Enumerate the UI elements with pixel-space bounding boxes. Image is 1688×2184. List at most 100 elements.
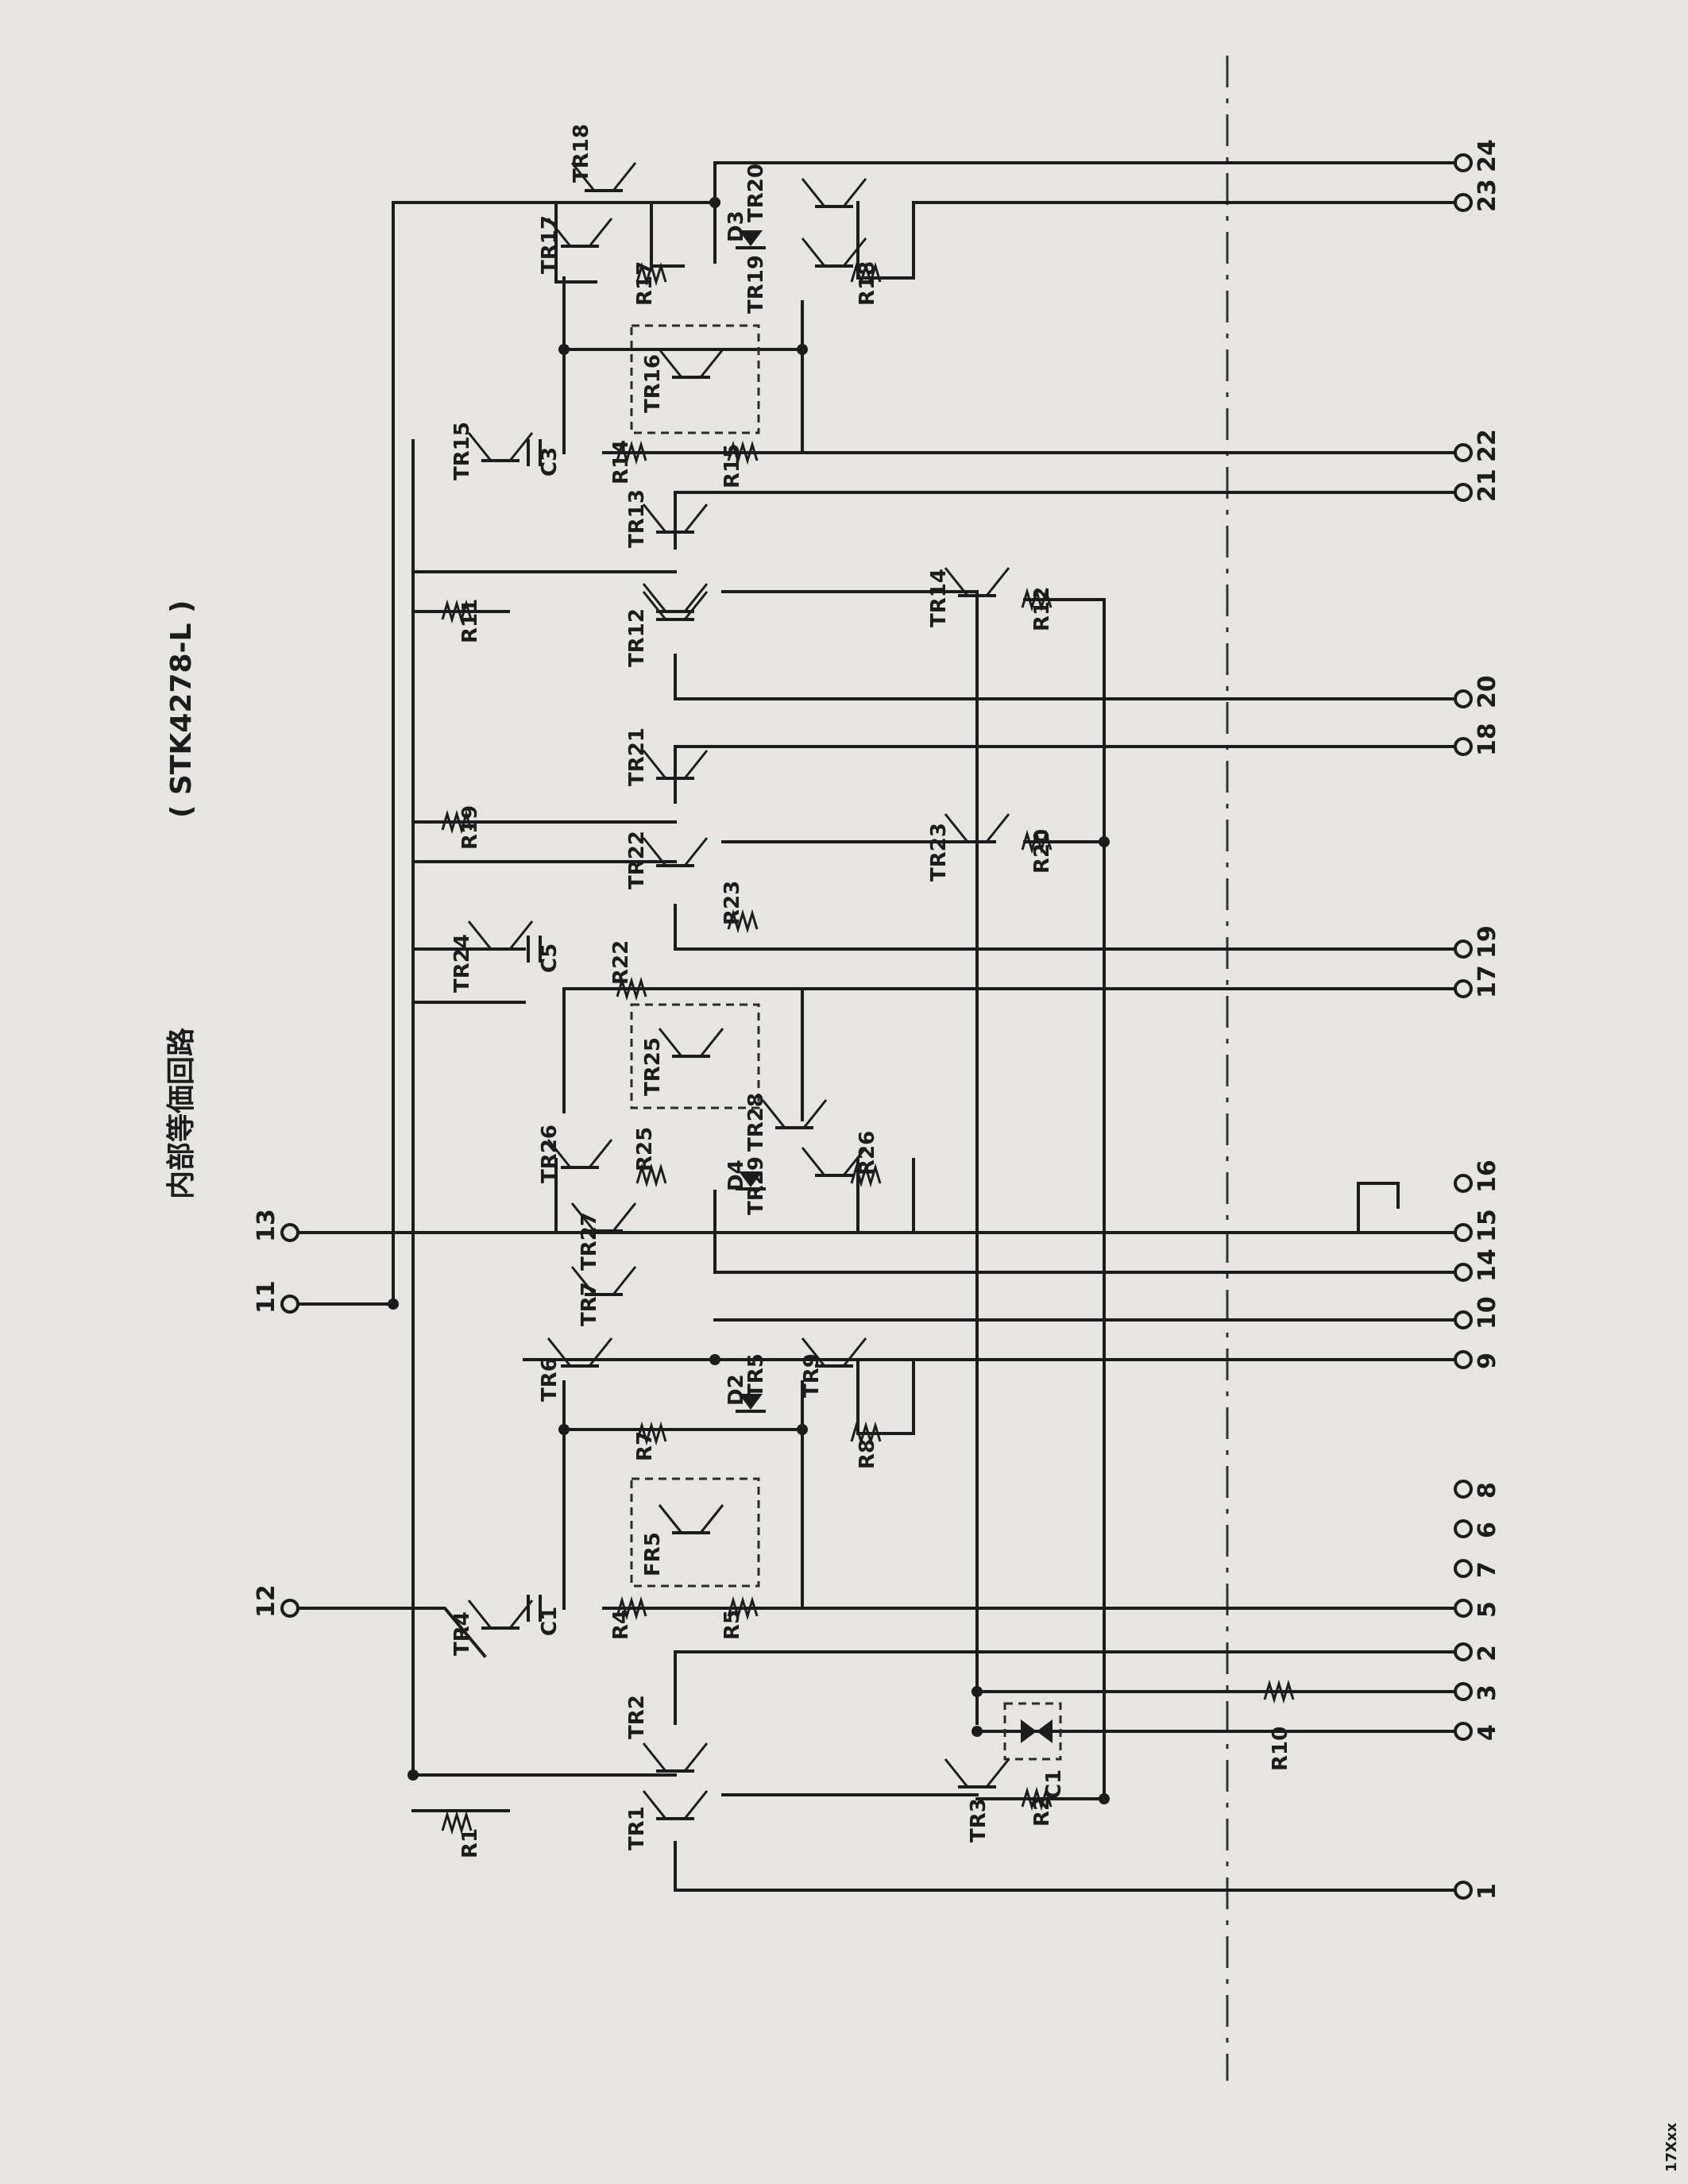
component-label: TR27 bbox=[577, 1212, 601, 1271]
transistor-tr21 bbox=[642, 750, 709, 780]
transistor-tr14 bbox=[944, 567, 1010, 597]
pin-terminal-6: 6 bbox=[1454, 1519, 1501, 1538]
pin-terminal-17: 17 bbox=[1454, 965, 1501, 998]
component-label: TR3 bbox=[967, 1798, 991, 1843]
component-label: TR25 bbox=[641, 1037, 665, 1096]
channel-mid-1 bbox=[411, 491, 1455, 700]
component-label: TR4 bbox=[450, 1611, 474, 1656]
component-label: R18 bbox=[856, 261, 879, 306]
transistor-tr1 bbox=[642, 1790, 709, 1820]
resistor-symbols bbox=[441, 261, 1295, 1835]
component-label: R20 bbox=[1030, 829, 1054, 874]
component-label: TR19 bbox=[744, 255, 768, 314]
resistor-r15 bbox=[727, 440, 759, 465]
transistor-tr6 bbox=[547, 1337, 613, 1368]
power-rails bbox=[288, 201, 1106, 1800]
transistor-tr24 bbox=[467, 920, 534, 951]
pin-number: 13 bbox=[253, 1209, 280, 1242]
component-label: D4 bbox=[724, 1160, 748, 1191]
pin-terminal-11: 11 bbox=[253, 1280, 299, 1314]
component-label: TR20 bbox=[744, 164, 768, 222]
transistor-tr12 bbox=[642, 591, 709, 621]
pin-terminal-18: 18 bbox=[1454, 723, 1501, 756]
pin-terminal-21: 21 bbox=[1454, 469, 1501, 502]
resistor-r18 bbox=[850, 261, 882, 287]
component-label: TR5 bbox=[744, 1353, 768, 1398]
pin-number: 6 bbox=[1474, 1522, 1501, 1538]
component-label: D2 bbox=[724, 1374, 748, 1406]
transistor-tr28 bbox=[761, 1099, 828, 1129]
pin-terminal-24: 24 bbox=[1454, 139, 1501, 172]
component-label: TR23 bbox=[927, 823, 951, 882]
transistor-tr16 bbox=[658, 349, 724, 379]
pin-terminal-13: 13 bbox=[253, 1209, 299, 1242]
resistor-r20 bbox=[1021, 829, 1053, 855]
component-label: R15 bbox=[720, 444, 744, 488]
component-label: C5 bbox=[538, 943, 562, 973]
channel-mid-2 bbox=[411, 745, 1455, 1121]
resistor-r22 bbox=[616, 976, 647, 1001]
cap-diode-symbols bbox=[527, 230, 1053, 1743]
transistor-tr20 bbox=[801, 178, 867, 208]
transistor-tr27 bbox=[570, 1202, 637, 1233]
resistor-r8 bbox=[850, 1421, 882, 1446]
transistor-tr19 bbox=[801, 237, 867, 268]
component-label: R19 bbox=[458, 805, 482, 850]
component-label: R5 bbox=[720, 1610, 744, 1640]
resistor-r10 bbox=[1263, 1679, 1295, 1704]
pin-terminal-10: 10 bbox=[1454, 1296, 1501, 1329]
component-labels: TR1TR2TR3TR4FR5TR6TR7TR9TR5TR12TR13TR14T… bbox=[450, 124, 1292, 1858]
component-label: R10 bbox=[1269, 1727, 1292, 1771]
component-label: R12 bbox=[1030, 587, 1054, 631]
resistor-r23 bbox=[727, 909, 759, 934]
resistor-r14 bbox=[616, 440, 647, 465]
component-label: TR22 bbox=[625, 831, 649, 889]
transistor-tr18 bbox=[570, 162, 637, 192]
pin-terminal-14: 14 bbox=[1454, 1248, 1501, 1282]
pin-number: 11 bbox=[253, 1280, 280, 1314]
resistor-r7 bbox=[635, 1421, 667, 1446]
component-label: R17 bbox=[633, 261, 657, 306]
pin-number: 2 bbox=[1474, 1645, 1501, 1661]
component-label: FR5 bbox=[641, 1532, 665, 1576]
transistor-tr26 bbox=[547, 1139, 613, 1169]
resistor-r5 bbox=[727, 1596, 759, 1621]
component-label: TR1 bbox=[625, 1806, 649, 1850]
transistor-tr23 bbox=[944, 813, 1010, 843]
component-label: TR15 bbox=[450, 422, 474, 480]
component-label: TR16 bbox=[641, 354, 665, 413]
pin-number: 3 bbox=[1474, 1684, 1501, 1701]
transistor-tr15 bbox=[467, 432, 534, 462]
component-label: TR21 bbox=[625, 727, 649, 786]
input-stage bbox=[411, 1650, 1455, 1892]
diode-d2 bbox=[736, 1394, 766, 1413]
pin-number: 8 bbox=[1474, 1482, 1501, 1499]
pin-terminal-15: 15 bbox=[1454, 1209, 1501, 1242]
component-label: R2 bbox=[1030, 1796, 1054, 1827]
component-label: TR14 bbox=[927, 569, 951, 627]
component-label: D3 bbox=[724, 210, 748, 242]
resistor-r17 bbox=[635, 261, 667, 287]
capacitor-c3 bbox=[527, 439, 542, 466]
pin-number: 18 bbox=[1474, 723, 1501, 756]
component-label: R14 bbox=[609, 440, 633, 484]
diode-d3 bbox=[736, 230, 766, 249]
component-label: R1 bbox=[458, 1828, 482, 1858]
diode-pair bbox=[1021, 1719, 1053, 1743]
pin-terminal-7: 7 bbox=[1454, 1559, 1501, 1578]
diode-d4 bbox=[736, 1171, 766, 1190]
pin-number: 4 bbox=[1474, 1724, 1501, 1741]
component-label: TR29 bbox=[744, 1156, 768, 1215]
resistor-r1 bbox=[441, 1810, 473, 1835]
component-label: TR24 bbox=[450, 934, 474, 993]
component-label: R4 bbox=[609, 1610, 633, 1640]
pin-number: 9 bbox=[1474, 1352, 1501, 1369]
pin-number: 10 bbox=[1474, 1296, 1501, 1329]
transistor-tr4 bbox=[467, 1599, 534, 1630]
component-label: TR2 bbox=[625, 1695, 649, 1739]
resistor-r19 bbox=[441, 809, 473, 835]
component-label: R8 bbox=[856, 1439, 879, 1469]
transistor-fr5 bbox=[658, 1504, 724, 1534]
pin-terminal-19: 19 bbox=[1454, 925, 1501, 959]
